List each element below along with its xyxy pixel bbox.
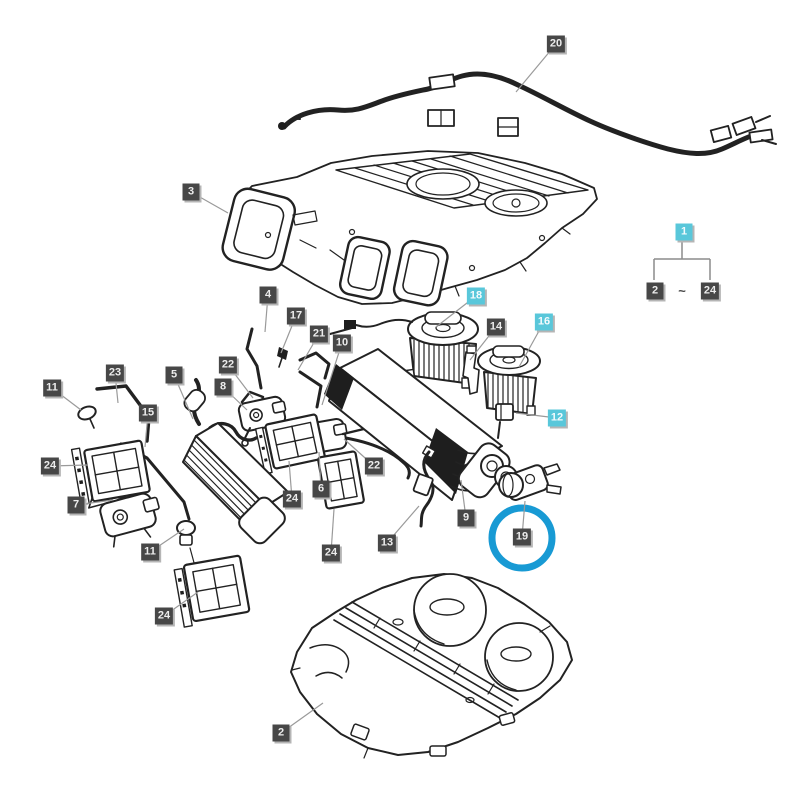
filter-bottom-drawing bbox=[173, 554, 251, 628]
filter-left-drawing bbox=[70, 439, 151, 506]
heater-core-drawing bbox=[182, 378, 289, 545]
part-label-24-left[interactable]: 24 bbox=[40, 457, 60, 475]
evaporator-drawing bbox=[324, 348, 518, 501]
legend-bracket bbox=[653, 242, 711, 280]
expansion-valve-drawing bbox=[498, 463, 562, 501]
part-label-19-highlighted[interactable]: 19 bbox=[512, 528, 532, 546]
wiring-harness-drawing bbox=[278, 71, 777, 156]
part-label-11-lower[interactable]: 11 bbox=[141, 543, 159, 561]
part-label-18[interactable]: 18 bbox=[466, 287, 486, 305]
part-label-13[interactable]: 13 bbox=[377, 534, 397, 552]
part-label-14[interactable]: 14 bbox=[486, 318, 506, 336]
part-label-6[interactable]: 6 bbox=[312, 480, 330, 498]
part-label-21[interactable]: 21 bbox=[309, 325, 329, 343]
part-label-10[interactable]: 10 bbox=[332, 334, 352, 352]
part-label-5[interactable]: 5 bbox=[165, 366, 183, 384]
part-label-2-legend-start[interactable]: 2 bbox=[646, 282, 664, 300]
clip-12-drawing bbox=[495, 403, 514, 439]
part-label-8[interactable]: 8 bbox=[214, 378, 232, 396]
part-label-24-mid[interactable]: 24 bbox=[321, 544, 341, 562]
part-label-20[interactable]: 20 bbox=[546, 35, 566, 53]
part-label-24-center[interactable]: 24 bbox=[282, 490, 302, 508]
part-label-22-lower[interactable]: 22 bbox=[364, 457, 384, 475]
part-label-2-lower-housing[interactable]: 2 bbox=[272, 724, 290, 742]
upper-housing-drawing bbox=[221, 150, 598, 307]
grommet-upper-drawing bbox=[77, 405, 97, 429]
part-label-23[interactable]: 23 bbox=[105, 364, 125, 382]
grommet-lower-drawing bbox=[176, 520, 197, 571]
part-label-16[interactable]: 16 bbox=[534, 313, 554, 331]
part-label-7[interactable]: 7 bbox=[67, 496, 85, 514]
part-label-11-upper[interactable]: 11 bbox=[43, 379, 61, 397]
part-label-9[interactable]: 9 bbox=[457, 509, 475, 527]
part-label-3[interactable]: 3 bbox=[182, 183, 200, 201]
part-label-1-legend[interactable]: 1 bbox=[675, 223, 693, 241]
part-label-24-bottom[interactable]: 24 bbox=[154, 607, 174, 625]
part-label-22-upper[interactable]: 22 bbox=[218, 356, 238, 374]
part-label-4[interactable]: 4 bbox=[259, 286, 277, 304]
filter-center-drawing bbox=[254, 413, 326, 475]
part-label-17[interactable]: 17 bbox=[286, 307, 306, 325]
lower-housing-drawing bbox=[290, 573, 573, 759]
part-label-24-legend-end[interactable]: 24 bbox=[700, 282, 720, 300]
part-label-12[interactable]: 12 bbox=[547, 409, 567, 427]
legend-range-separator: ~ bbox=[678, 283, 686, 299]
blower-bracket-14-drawing bbox=[462, 345, 480, 395]
drain-hose-drawing bbox=[412, 445, 437, 528]
highlight-circle bbox=[488, 504, 556, 572]
blower-motor-18-drawing bbox=[344, 311, 479, 389]
leader-line-10 bbox=[321, 342, 343, 406]
part-label-15[interactable]: 15 bbox=[138, 404, 158, 422]
